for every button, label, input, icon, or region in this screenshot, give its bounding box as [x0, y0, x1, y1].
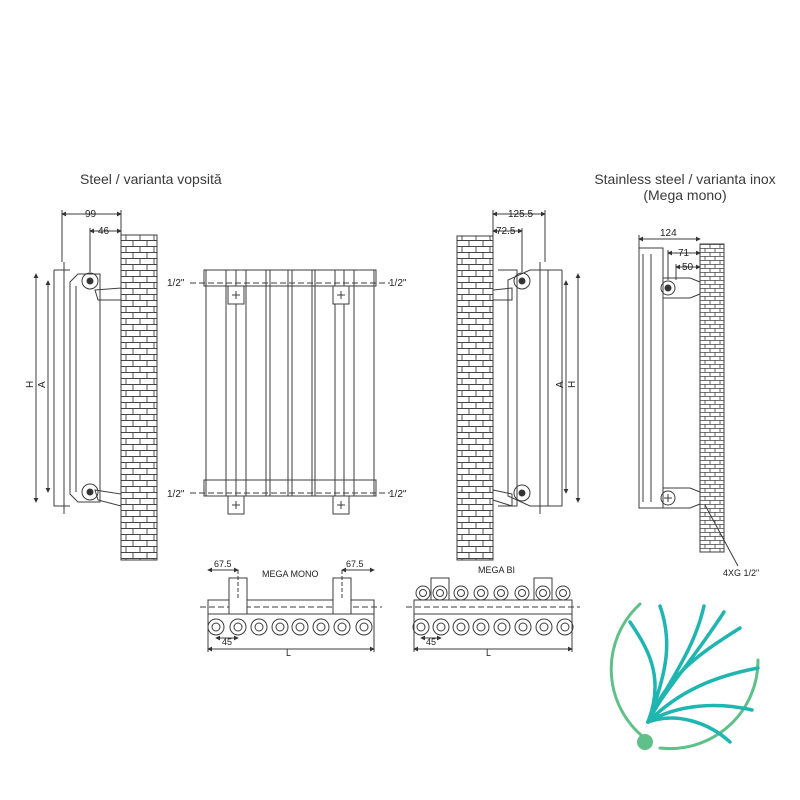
mega-mono-title: MEGA MONO — [262, 569, 319, 579]
bi-pipe-bottom — [513, 484, 531, 502]
pipe-label-top-right: 1/2" — [389, 278, 407, 289]
mono-dim-left: 67.5 — [214, 559, 232, 569]
front-view — [190, 269, 390, 515]
fixing-label: 4XG 1/2" — [723, 568, 759, 578]
stainless-title-line1: Stainless steel / varianta inox — [594, 171, 776, 187]
pipe-label-top-left: 1/2" — [167, 278, 185, 289]
bi-tubes-top — [415, 585, 571, 601]
wall-brick-middle — [456, 235, 494, 561]
inox-side-view — [638, 235, 739, 567]
radiator-columns — [205, 269, 375, 497]
brand-logo — [609, 602, 760, 751]
dim-124: 124 — [660, 228, 677, 239]
bi-tubes-bottom — [412, 618, 574, 636]
pipe-connection-bottom — [81, 483, 99, 501]
mono-dim-45: 45 — [222, 637, 232, 647]
dim-h-bi: H — [567, 381, 578, 388]
steel-side-view — [33, 210, 158, 561]
inox-pipe-bottom — [660, 490, 676, 506]
dim-46: 46 — [98, 226, 110, 237]
bi-side-view — [456, 210, 581, 561]
bi-dim-45: 45 — [426, 637, 436, 647]
dim-a-bi: A — [555, 381, 566, 388]
dim-h-steel: H — [25, 381, 36, 388]
steel-title: Steel / varianta vopsită — [80, 171, 222, 187]
stainless-title: Stainless steel / varianta inox (Mega mo… — [580, 171, 790, 203]
mono-dim-right: 67.5 — [346, 559, 364, 569]
mono-dim-l: L — [286, 648, 291, 658]
inox-pipe-top — [660, 280, 676, 296]
dim-71: 71 — [678, 248, 690, 259]
dim-50: 50 — [682, 262, 694, 273]
dim-a-steel: A — [37, 381, 48, 388]
bi-dim-l: L — [486, 648, 491, 658]
dim-99: 99 — [85, 209, 97, 220]
pipe-connection-top — [81, 272, 99, 290]
pipe-label-bottom-right: 1/2" — [389, 489, 407, 500]
pipe-label-bottom-left: 1/2" — [167, 489, 185, 500]
bi-pipe-top — [513, 272, 531, 290]
dim-72-5: 72.5 — [496, 226, 516, 237]
mono-tubes — [207, 618, 373, 636]
mega-bi-title: MEGA BI — [478, 565, 515, 575]
stainless-title-line2: (Mega mono) — [643, 187, 727, 203]
wall-brick-right — [699, 243, 725, 553]
plan-mega-bi — [406, 577, 580, 652]
wall-brick-left — [120, 234, 158, 561]
plan-mega-mono — [200, 567, 382, 652]
dim-125-5: 125.5 — [508, 209, 533, 220]
